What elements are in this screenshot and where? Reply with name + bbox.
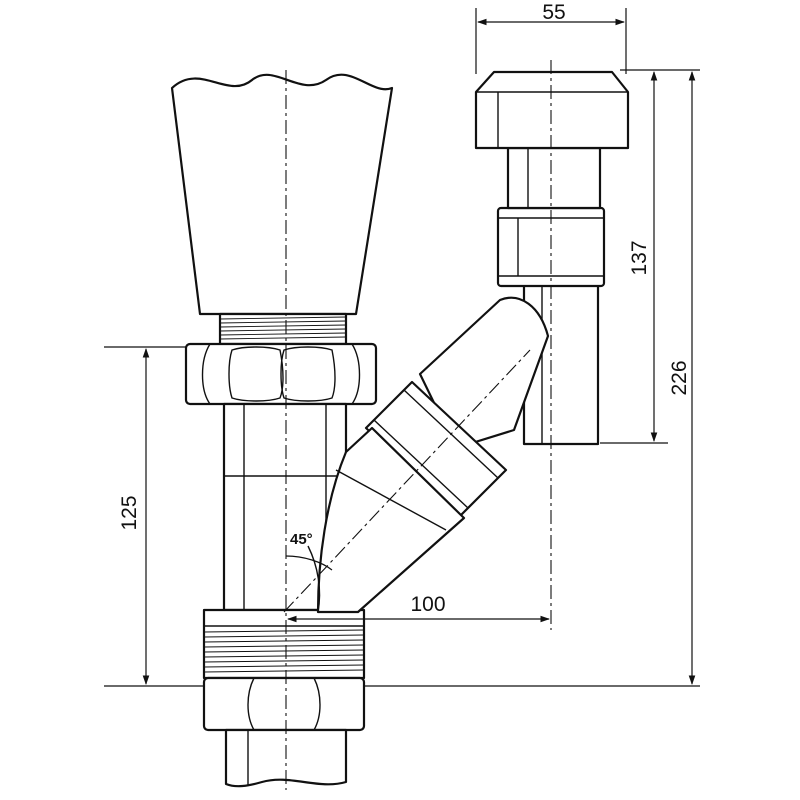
angle-45: 45° xyxy=(285,531,333,571)
stem-thread xyxy=(218,312,348,346)
tube-neck xyxy=(506,146,602,210)
dimension-226: 226 xyxy=(364,69,700,687)
upper-hex-nut xyxy=(184,342,378,406)
center-lines xyxy=(283,60,552,790)
angle-45-label: 45° xyxy=(290,531,313,548)
lower-hex-nut xyxy=(202,676,366,732)
dimension-125: 125 xyxy=(104,346,204,687)
dimension-55-label: 55 xyxy=(542,1,565,24)
lower-thread xyxy=(202,608,366,680)
dimension-137: 137 xyxy=(600,69,668,444)
valve-handle xyxy=(170,73,394,316)
vent-cap xyxy=(474,70,630,150)
dimension-100-label: 100 xyxy=(410,593,445,616)
dimension-226-label: 226 xyxy=(668,360,691,395)
dimension-137-label: 137 xyxy=(628,240,651,275)
dimension-125-label: 125 xyxy=(118,495,141,530)
dimension-100: 100 xyxy=(287,593,550,623)
branch-pipe xyxy=(307,296,550,614)
dimension-55: 55 xyxy=(475,1,627,74)
